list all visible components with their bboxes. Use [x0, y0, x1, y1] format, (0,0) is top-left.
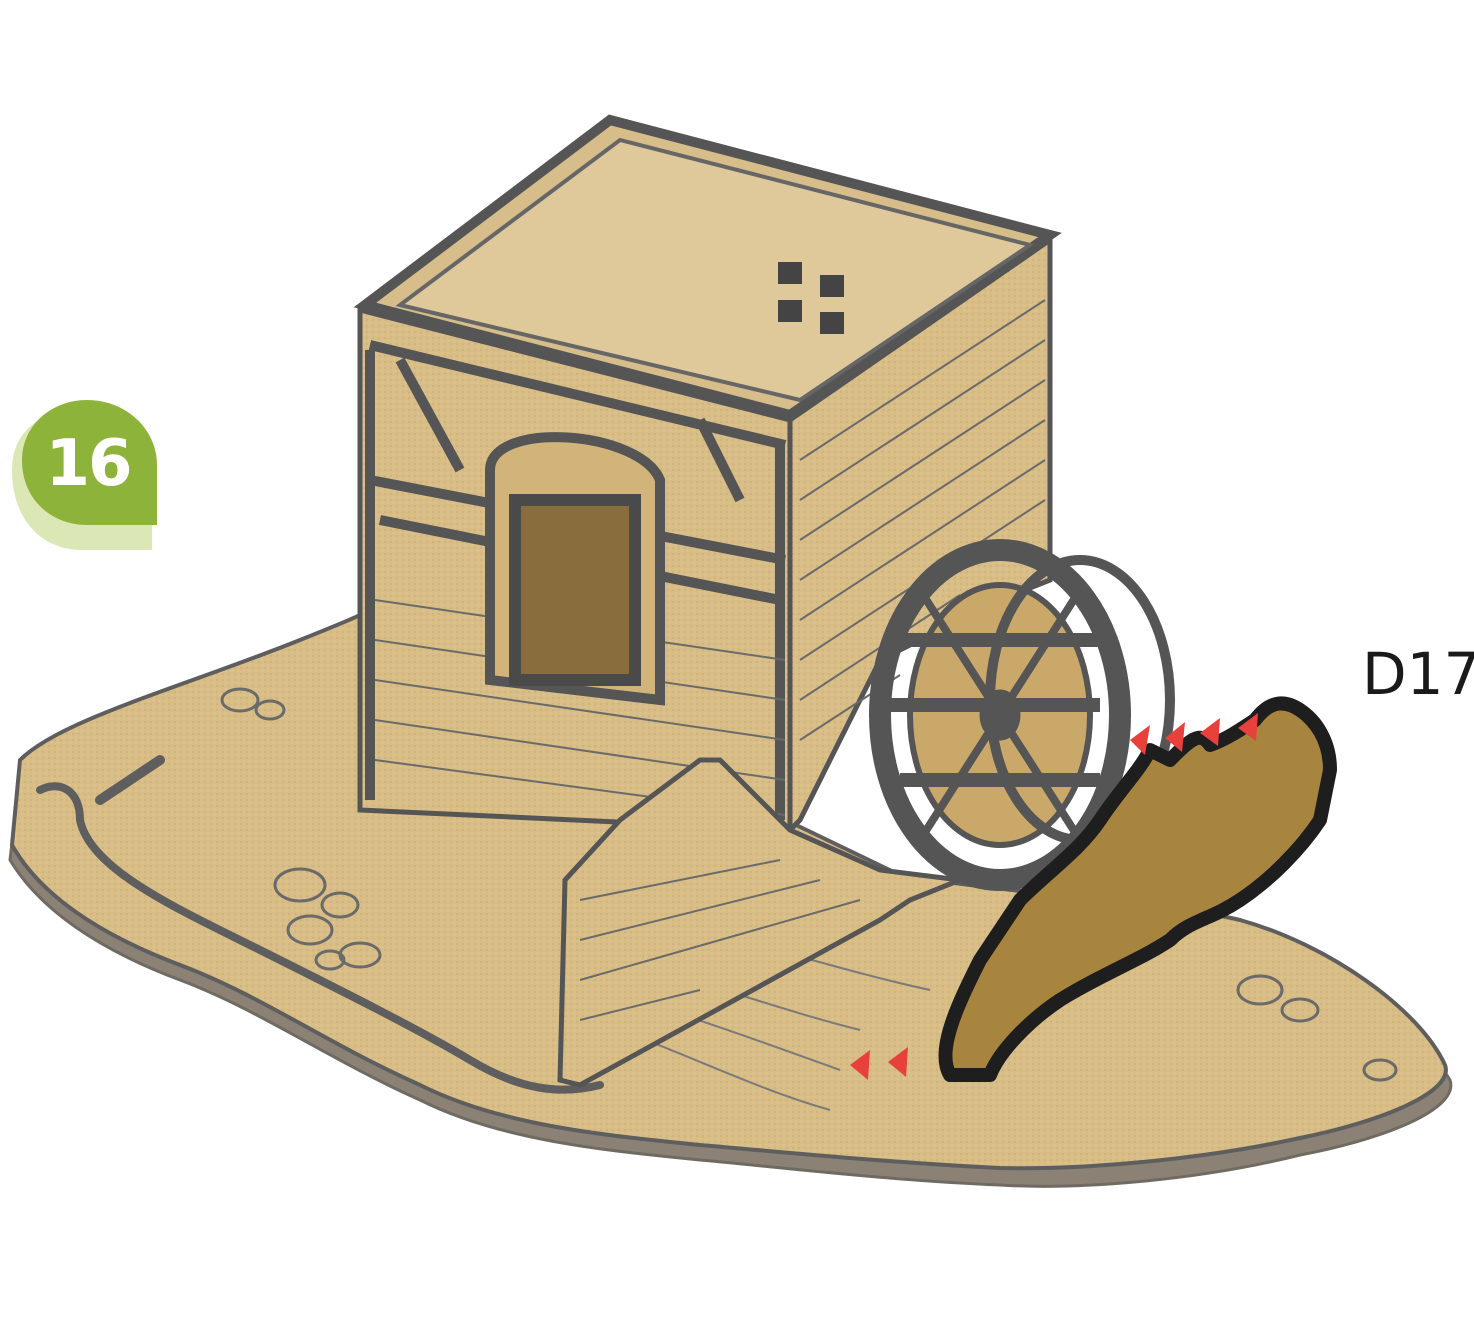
step-number: 16 [22, 405, 154, 523]
door-opening [515, 500, 635, 680]
part-label: D17 [1362, 640, 1474, 708]
